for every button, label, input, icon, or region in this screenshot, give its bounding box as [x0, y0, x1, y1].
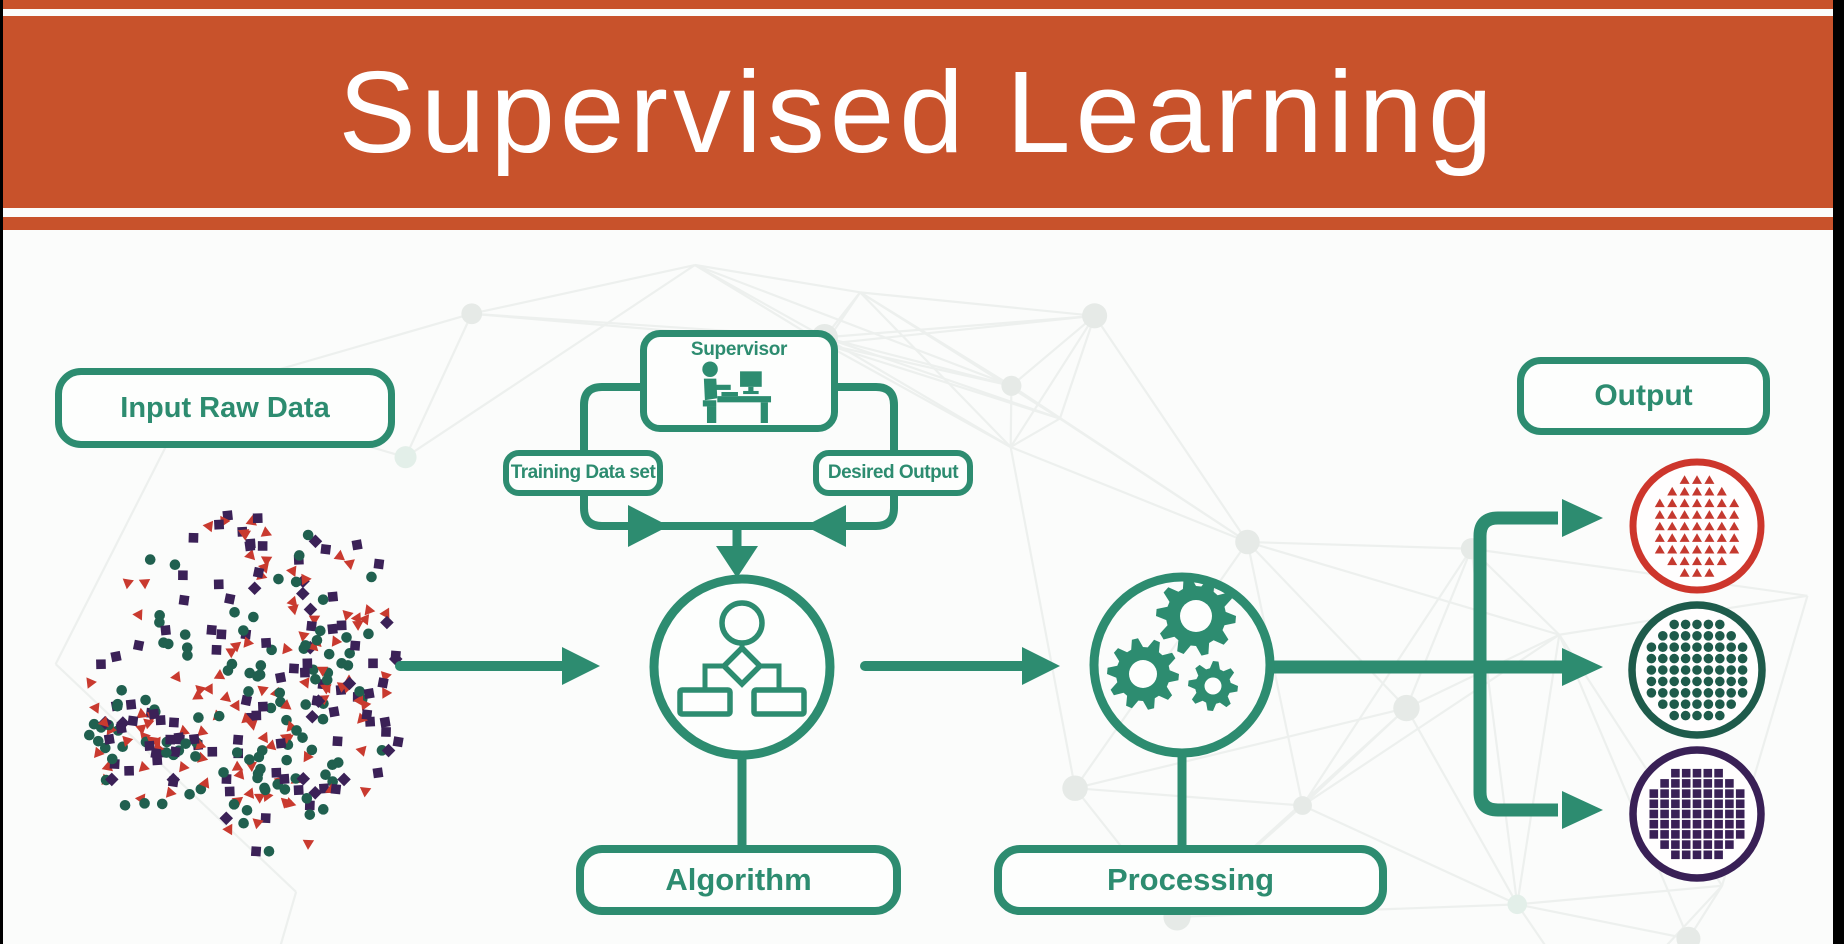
supervisor-box: Supervisor [640, 330, 838, 432]
training-data-set-box: Training Data set [503, 450, 663, 496]
output-box: Output [1517, 357, 1770, 435]
algorithm-label-box: Algorithm [576, 845, 901, 915]
slide-title: Supervised Learning [338, 47, 1498, 177]
desired-output-box: Desired Output [813, 450, 973, 496]
input-raw-data-label: Input Raw Data [120, 391, 330, 424]
title-banner: Supervised Learning [3, 16, 1833, 208]
training-data-set-label: Training Data set [510, 462, 656, 483]
input-raw-data-box: Input Raw Data [55, 368, 395, 448]
desired-output-label: Desired Output [827, 462, 959, 483]
processing-label: Processing [1106, 862, 1275, 897]
banner-underline-strip [3, 217, 1833, 230]
person-at-computer-icon [702, 361, 772, 423]
output-label: Output [1594, 379, 1693, 412]
top-accent-strip [3, 0, 1833, 9]
processing-label-box: Processing [994, 845, 1387, 915]
algorithm-label: Algorithm [665, 862, 812, 897]
supervisor-label: Supervisor [690, 339, 788, 360]
